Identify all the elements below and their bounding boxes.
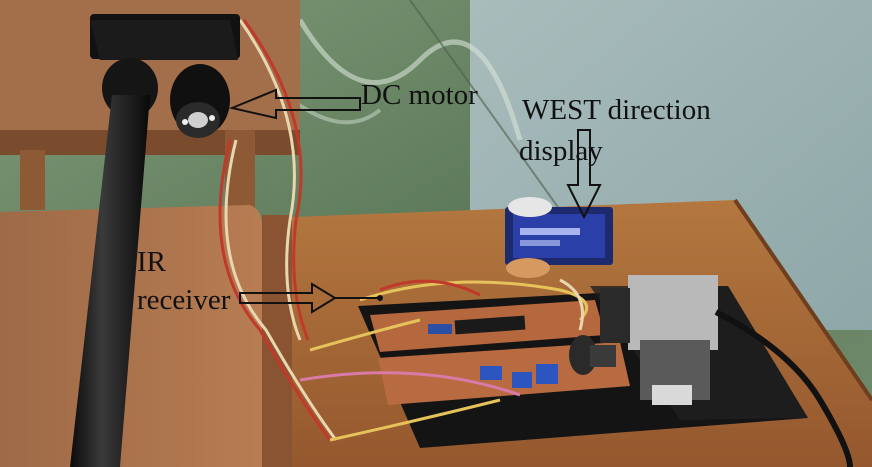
ir-receiver-arrow <box>239 282 337 314</box>
display-arrow <box>566 129 602 220</box>
transformer <box>628 275 718 350</box>
black-pipe <box>70 95 150 467</box>
display-label: display <box>519 135 603 167</box>
dc-motor-arrow <box>228 88 361 120</box>
ir-receiver-sensor <box>377 295 383 301</box>
lower-pcb <box>378 342 630 405</box>
ir-label: IR <box>137 246 166 278</box>
power-cable <box>714 309 853 467</box>
left-wooden-panel <box>0 205 262 467</box>
dc-motor-label: DC motor <box>361 79 478 111</box>
callout-arrows <box>228 88 602 314</box>
receiver-label: receiver <box>137 284 231 316</box>
west-direction-label: WEST direction <box>522 94 711 126</box>
